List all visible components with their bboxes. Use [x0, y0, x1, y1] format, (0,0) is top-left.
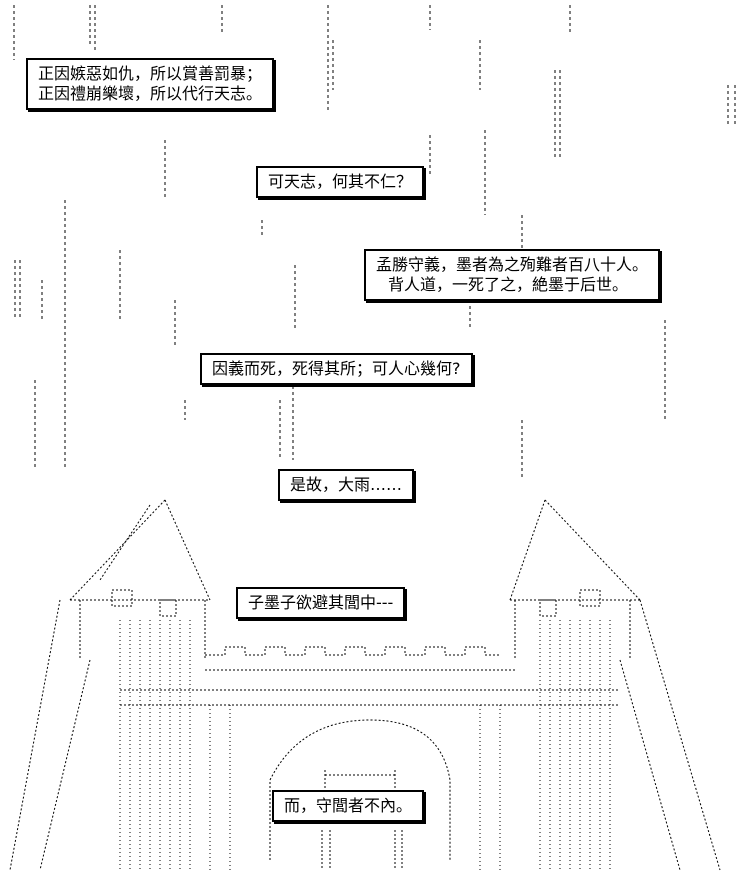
caption-7-line-1: 而，守閭者不內。: [284, 796, 413, 815]
right-tower: [509, 499, 721, 871]
castle-gate: [269, 719, 451, 870]
caption-5-line-1: 是故，大雨……: [290, 475, 403, 494]
caption-1-line-2: 正因禮崩樂壞，所以代行天志。: [38, 84, 263, 103]
caption-box-1: 正因嫉惡如仇，所以賞善罰暴； 正因禮崩樂壞，所以代行天志。: [26, 58, 275, 110]
caption-4-line-1: 因義而死，死得其所；可人心幾何?: [212, 359, 461, 378]
caption-box-4: 因義而死，死得其所；可人心幾何?: [200, 353, 473, 385]
rain-streaks: [13, 5, 736, 480]
caption-box-3: 孟勝守義，墨者為之殉難者百八十人。 背人道，一死了之，絶墨于后世。: [364, 249, 661, 301]
caption-2-line-1: 可天志，何其不仁？: [268, 172, 413, 191]
brick-texture: [119, 620, 611, 870]
caption-3-line-1: 孟勝守義，墨者為之殉難者百八十人。: [376, 255, 649, 274]
caption-box-6: 子墨子欲避其閭中---: [236, 587, 406, 619]
left-tower: [9, 499, 211, 871]
caption-3-line-2: 背人道，一死了之，絶墨于后世。: [388, 275, 629, 294]
caption-box-5: 是故，大雨……: [278, 469, 415, 501]
caption-6-line-1: 子墨子欲避其閭中---: [248, 593, 394, 612]
caption-1-line-1: 正因嫉惡如仇，所以賞善罰暴；: [38, 64, 263, 83]
castle-wall: [120, 646, 620, 706]
caption-box-7: 而，守閭者不內。: [272, 790, 425, 822]
caption-box-2: 可天志，何其不仁？: [256, 166, 425, 198]
